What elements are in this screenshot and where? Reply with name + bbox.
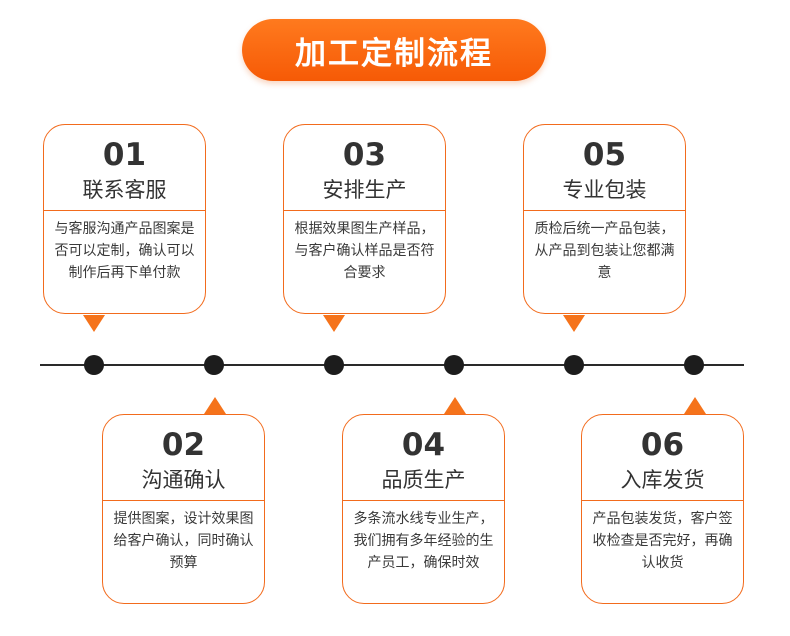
step-card-03: 03 安排生产 根据效果图生产样品，与客户确认样品是否符合要求 (283, 124, 446, 314)
step-title: 沟通确认 (141, 468, 226, 492)
step-description: 产品包装发货，客户签收检查是否完好，再确认收货 (592, 511, 733, 571)
step-description: 与客服沟通产品图案是否可以定制，确认可以制作后再下单付款 (54, 221, 195, 281)
step-title: 安排生产 (322, 178, 407, 202)
step-card-05: 05 专业包装 质检后统一产品包装，从产品到包装让您都满意 (523, 124, 686, 314)
step-number: 05 (582, 137, 627, 173)
card-divider (44, 210, 205, 211)
step-number: 03 (342, 137, 387, 173)
timeline-line (40, 364, 744, 366)
step-title: 入库发货 (620, 468, 705, 492)
card-divider (284, 210, 445, 211)
step-pointer-03 (323, 315, 345, 332)
title-banner: 加工定制流程 (242, 19, 546, 81)
card-divider (582, 500, 743, 501)
timeline-dot-05 (564, 355, 584, 375)
step-description: 多条流水线专业生产，我们拥有多年经验的生产员工，确保时效 (353, 511, 494, 571)
step-pointer-04 (444, 397, 466, 414)
step-number: 01 (102, 137, 147, 173)
step-description: 质检后统一产品包装，从产品到包装让您都满意 (534, 221, 675, 281)
card-divider (343, 500, 504, 501)
step-card-04: 04 品质生产 多条流水线专业生产，我们拥有多年经验的生产员工，确保时效 (342, 414, 505, 604)
step-number: 02 (161, 427, 206, 463)
card-divider (524, 210, 685, 211)
step-description: 根据效果图生产样品，与客户确认样品是否符合要求 (294, 221, 435, 281)
timeline-dot-01 (84, 355, 104, 375)
step-title: 联系客服 (82, 178, 167, 202)
timeline-dot-04 (444, 355, 464, 375)
step-title: 品质生产 (381, 468, 466, 492)
card-divider (103, 500, 264, 501)
step-card-06: 06 入库发货 产品包装发货，客户签收检查是否完好，再确认收货 (581, 414, 744, 604)
step-pointer-06 (684, 397, 706, 414)
step-pointer-02 (204, 397, 226, 414)
step-pointer-05 (563, 315, 585, 332)
step-title: 专业包装 (562, 178, 647, 202)
timeline-dot-06 (684, 355, 704, 375)
step-card-02: 02 沟通确认 提供图案，设计效果图给客户确认，同时确认预算 (102, 414, 265, 604)
step-number: 04 (401, 427, 446, 463)
step-number: 06 (640, 427, 685, 463)
page-title: 加工定制流程 (295, 35, 493, 72)
step-pointer-01 (83, 315, 105, 332)
step-card-01: 01 联系客服 与客服沟通产品图案是否可以定制，确认可以制作后再下单付款 (43, 124, 206, 314)
timeline-dot-02 (204, 355, 224, 375)
timeline-dot-03 (324, 355, 344, 375)
step-description: 提供图案，设计效果图给客户确认，同时确认预算 (113, 511, 254, 571)
